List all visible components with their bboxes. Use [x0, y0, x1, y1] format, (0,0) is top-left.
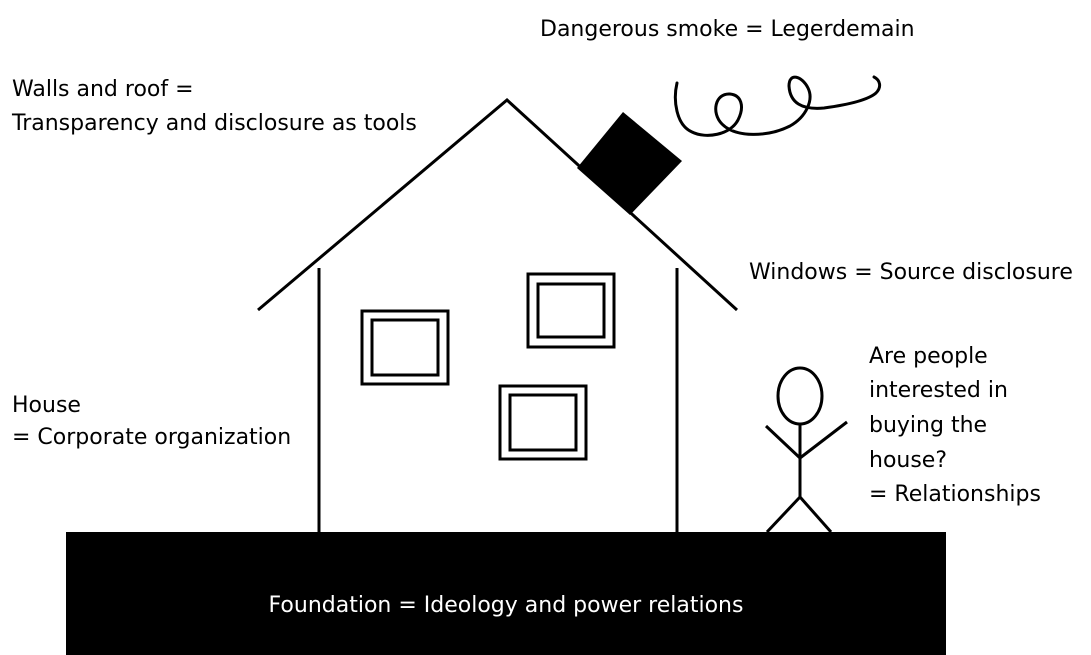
roof — [257, 98, 739, 312]
foundation-label: Foundation = Ideology and power relation… — [268, 593, 744, 618]
people-label-line1: Are people — [869, 344, 988, 369]
windows-label: Windows = Source disclosure — [749, 260, 1073, 285]
window-lower — [498, 384, 588, 461]
stick-figure-head — [776, 366, 824, 426]
house-label-line1: House — [12, 393, 81, 418]
people-label-line5: = Relationships — [869, 482, 1041, 507]
people-label-line4: house? — [869, 448, 948, 473]
people-label-line3: buying the — [869, 413, 988, 438]
foundation-block — [66, 532, 946, 655]
smoke-scribble — [673, 75, 882, 137]
walls-label-line1: Walls and roof = — [12, 77, 194, 102]
window-upper-right — [526, 272, 616, 349]
chimney — [577, 112, 682, 215]
people-label-line2: interested in — [869, 378, 1008, 403]
stick-figure — [764, 366, 848, 534]
smoke-label: Dangerous smoke = Legerdemain — [540, 17, 915, 42]
walls-label-line2: Transparency and disclosure as tools — [12, 111, 417, 136]
house-label-line2: = Corporate organization — [12, 425, 292, 450]
window-left — [360, 309, 450, 386]
